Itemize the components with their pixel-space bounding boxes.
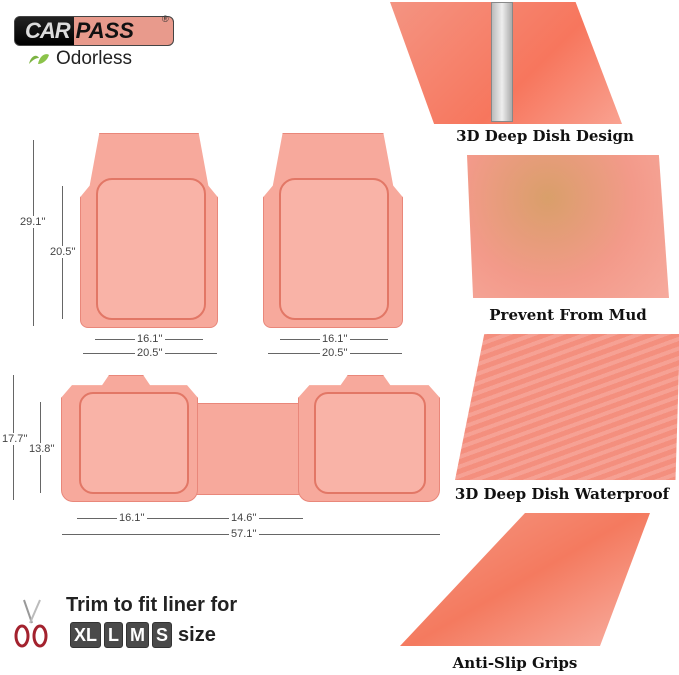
feature-panel-deep-dish	[390, 2, 622, 124]
size-badge-xl: XL	[70, 622, 102, 648]
size-badges: XL L M S size	[70, 622, 216, 648]
rear-mat-center	[190, 403, 312, 495]
odorless-label: Odorless	[56, 48, 133, 69]
size-badge-s: S	[152, 622, 173, 648]
rear-right-dish	[314, 392, 426, 494]
brand-logo: CAR PASS	[14, 16, 174, 46]
dim-16-1-fr: 16.1''	[320, 333, 350, 345]
dim-20-5-fl: 20.5''	[135, 347, 165, 359]
size-suffix: size	[178, 623, 216, 646]
odorless-badge: Odorless	[28, 48, 132, 70]
dim-16-1-rear: 16.1''	[117, 512, 147, 524]
dim-29-1: 29.1''	[18, 216, 48, 228]
feature-caption-anti-slip: Anti-Slip Grips	[452, 654, 578, 672]
tape-measure-icon	[491, 2, 513, 122]
feature-caption-mud: Prevent From Mud	[489, 306, 647, 324]
logo-car-text: CAR	[15, 17, 74, 45]
dim-20-5-v: 20.5''	[48, 246, 78, 258]
size-badge-m: M	[126, 622, 150, 648]
rear-left-dish	[79, 392, 189, 494]
registered-mark: ®	[162, 14, 169, 24]
trim-title: Trim to fit liner for	[66, 594, 238, 616]
front-right-dish	[279, 178, 389, 320]
feature-panel-anti-slip	[400, 513, 650, 646]
dim-20-5-fr: 20.5''	[320, 347, 350, 359]
feature-panel-waterproof	[455, 334, 679, 480]
scissors-icon	[14, 599, 48, 648]
dim-57-1: 57.1''	[229, 528, 259, 540]
leaf-icon	[29, 54, 49, 64]
dim-17-7: 17.7''	[0, 433, 30, 445]
logo-pass-text: PASS	[73, 17, 173, 45]
feature-caption-deep-dish: 3D Deep Dish Design	[456, 127, 634, 145]
dim-16-1-fl: 16.1''	[135, 333, 165, 345]
front-left-dish	[96, 178, 206, 320]
dim-13-8: 13.8''	[27, 443, 57, 455]
dim-line-29-1	[33, 140, 34, 326]
feature-caption-waterproof: 3D Deep Dish Waterproof	[454, 485, 670, 503]
size-badge-l: L	[104, 622, 124, 648]
feature-panel-mud	[467, 155, 669, 298]
dim-14-6: 14.6''	[229, 512, 259, 524]
